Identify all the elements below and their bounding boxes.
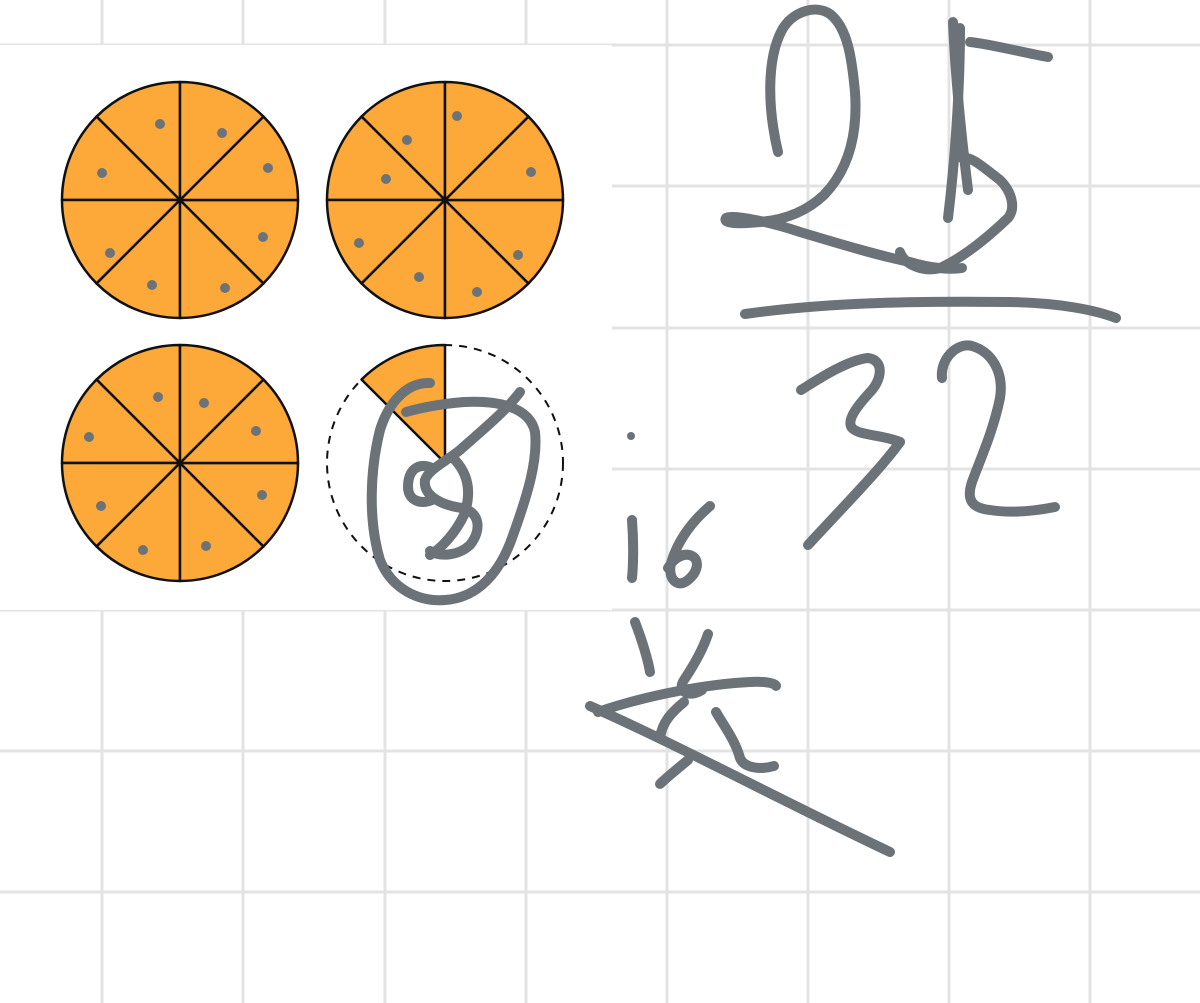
ink-stroke [655,755,693,789]
ink-stroke [663,501,715,589]
slice-dot [251,426,261,436]
ink-stroke [627,515,639,583]
pie-slice [95,198,182,320]
ink-stroke [403,461,437,507]
ink-stroke [655,697,689,743]
slice-dot [263,163,273,173]
pie-bottom-left [60,343,300,583]
pie-slice [178,461,300,548]
slice-dot [526,167,536,177]
ink-stroke [740,296,1121,323]
ink-stroke [630,617,655,677]
ink-stroke [796,353,905,447]
fraction-numerator [720,4,1053,275]
ink-stroke [720,4,967,274]
pie-slice [178,378,300,465]
slice-dot [96,501,106,511]
slice-dot [153,392,163,402]
slice-dot [97,168,107,178]
pie-bottom-right [326,343,564,582]
slice-dot [105,248,115,258]
pie-slice [95,461,182,583]
pie-slice [95,343,182,465]
pie-slice [325,115,447,202]
pie-slice [178,343,265,465]
pie-slice [178,80,265,202]
slice-dot [354,238,364,248]
fraction-bar [740,296,1121,323]
crossed-out-scribble [585,617,895,857]
pie-slice [178,198,265,320]
ink-stroke [965,37,1053,62]
pie-slice [360,343,447,465]
pie-slice [443,80,530,202]
ink-stroke [943,23,965,223]
slice-dot [258,232,268,242]
pie-slice [178,461,265,583]
slice-dot [414,272,424,282]
ink-stroke [366,378,541,606]
slice-dot [513,250,523,260]
ink-stroke [585,701,895,857]
slice-dot [472,287,482,297]
slice-dot [257,490,267,500]
slice-dot [138,545,148,555]
pie-slice [60,115,182,202]
ink-stroke [936,340,1060,517]
pie-slice [60,461,182,548]
slice-dot [199,398,209,408]
ink-stroke [419,387,525,560]
scribble-16 [627,501,715,589]
ink-layer [366,4,1121,857]
scribble-circled-8 [366,378,541,606]
pie-slice [443,198,565,285]
pie-slice [178,198,300,285]
ink-stroke [425,455,474,560]
ink-stroke [593,676,781,717]
slice-dot [84,432,94,442]
pie-slice [325,198,447,285]
pie-top-right [325,80,565,320]
slice-dot [155,119,165,129]
pie-slice [360,198,447,320]
fraction-denominator [796,340,1060,550]
ink-stroke [711,707,779,773]
pie-slice [60,378,182,465]
pie-slice [95,80,182,202]
pie-slice [60,198,182,285]
pie-top-left [60,80,300,320]
slice-dot [147,280,157,290]
ink-stroke [895,152,1018,275]
ink-stroke [803,437,905,550]
slice-dot [201,541,211,551]
slice-dot [220,283,230,293]
slice-dot [402,135,412,145]
slice-dot [217,128,227,138]
ink-dot [627,432,635,440]
slice-dot [381,174,391,184]
pie-slice [443,115,565,202]
pie-slice [178,115,300,202]
pie-slice [443,198,530,320]
slice-dot [452,111,462,121]
pie-group [60,80,565,583]
